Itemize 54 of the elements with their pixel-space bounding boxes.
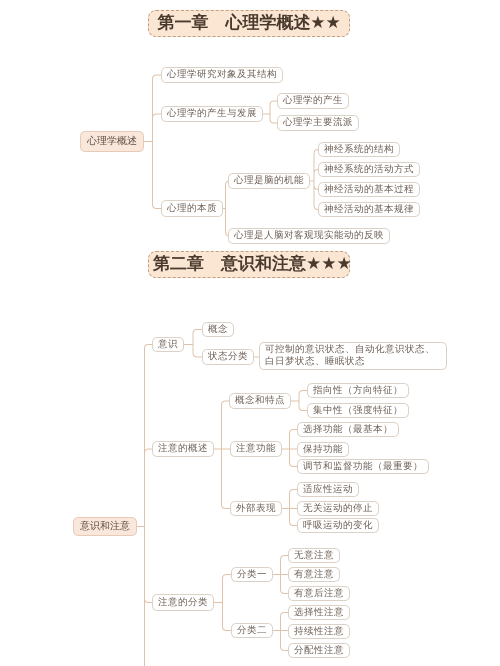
root-topic-box: 意识和注意	[73, 517, 137, 536]
connector-line	[272, 574, 288, 594]
topic-box: 心理的本质	[161, 200, 223, 217]
connector-line	[214, 448, 230, 509]
connector-line	[222, 180, 230, 209]
connector-line	[214, 602, 232, 631]
topic-box: 注意的概述	[152, 441, 214, 457]
topic-box: 神经系统的活动方式	[318, 162, 420, 177]
connector-line	[144, 141, 162, 209]
topic-box: 有意后注意	[288, 586, 350, 601]
topic-box: 集中性（强度特征）	[307, 403, 409, 418]
connector-line	[282, 508, 298, 526]
connector-line	[254, 356, 260, 358]
topic-box: 心理是人脑对客观现实能动的反映	[228, 228, 390, 244]
topic-box: 心理学的产生	[277, 93, 349, 109]
topic-box: 神经活动的基本过程	[318, 182, 420, 197]
topic-box: 无意注意	[288, 548, 340, 563]
connector-line	[282, 448, 298, 467]
topic-box: 神经活动的基本规律	[318, 202, 420, 217]
topic-box: 心理学主要流派	[277, 115, 359, 131]
topic-box: 神经系统的结构	[318, 142, 400, 157]
topic-box: 持续性注意	[288, 624, 350, 639]
connector-line	[290, 400, 308, 411]
topic-box: 分类一	[231, 567, 273, 582]
connector-line	[272, 630, 288, 651]
topic-box: 指向性（方向特征）	[307, 383, 409, 398]
topic-box: 无关运动的停止	[297, 501, 379, 516]
topic-box: 选择功能（最基本）	[297, 422, 399, 437]
topic-box: 保持功能	[297, 442, 349, 457]
topic-box: 心理学的产生与发展	[161, 106, 263, 122]
topic-box: 心理是脑的机能	[228, 173, 310, 189]
topic-box: 可控制的意识状态、自动化意识状态、白日梦状态、睡眠状态	[259, 342, 447, 370]
chapter-banner: 第一章 心理学概述★★	[148, 10, 350, 37]
topic-box: 概念和特点	[229, 393, 291, 409]
topic-box: 调节和监督功能（最重要）	[297, 459, 429, 474]
topic-box: 选择性注意	[288, 605, 350, 620]
topic-box: 心理学研究对象及其结构	[161, 67, 283, 83]
topic-box: 状态分类	[202, 349, 254, 365]
topic-box: 分类二	[231, 623, 273, 638]
topic-box: 注意的分类	[152, 594, 214, 611]
connector-line	[222, 208, 230, 236]
topic-box: 注意功能	[230, 441, 282, 457]
topic-box: 概念	[202, 322, 234, 337]
connector-line	[184, 344, 202, 358]
topic-box: 分配性注意	[288, 643, 350, 658]
connector-line	[136, 526, 145, 666]
topic-box: 意识	[152, 337, 184, 352]
connector-line	[262, 114, 278, 124]
topic-box: 有意注意	[288, 567, 340, 582]
root-topic-box: 心理学概述	[80, 131, 144, 152]
topic-box: 外部表现	[230, 501, 282, 516]
topic-box: 适应性运动	[297, 482, 359, 497]
chapter-banner: 第二章 意识和注意★★★	[148, 251, 350, 278]
topic-box: 呼吸运动的变化	[297, 518, 379, 533]
